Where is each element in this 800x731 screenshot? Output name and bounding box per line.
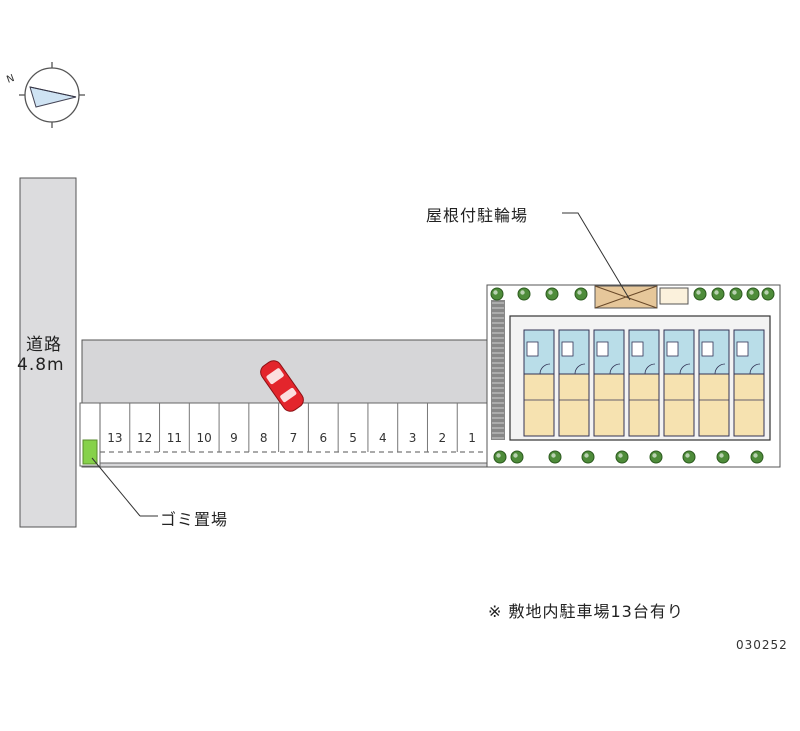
parking-note: ※ 敷地内駐車場13台有り [488,602,684,621]
garbage-area-label: ゴミ置場 [160,510,229,529]
bicycle-leader [562,212,631,301]
apartment-units [523,329,765,437]
apartment-unit [593,329,625,437]
tree-icon [729,287,743,301]
parking-stalls: 13 12 11 10 9 8 7 6 5 4 3 2 1 [107,403,488,452]
parking-space-10: 10 [197,403,220,452]
tree-icon [510,450,524,464]
bicycle-rack [659,287,689,305]
parking-space-number: 12 [137,431,152,445]
trees [490,287,775,464]
road-label: 道路 [26,335,62,355]
parking-space-2: 2 [439,403,458,452]
parking-space-9: 9 [230,403,250,452]
road-width-label: 4.8m [17,355,65,375]
parking-space-number: 2 [439,431,447,445]
tree-icon [649,450,663,464]
parking-space-number: 3 [409,431,417,445]
parking-space-number: 5 [349,431,357,445]
parking-space-8: 8 [260,403,280,452]
tree-icon [581,450,595,464]
tree-icon [750,450,764,464]
parking-space-4: 4 [379,403,399,452]
road [19,177,77,528]
garbage-area [82,439,98,465]
parking-space-number: 4 [379,431,387,445]
tree-icon [693,287,707,301]
tree-icon [716,450,730,464]
tree-icon [574,287,588,301]
parking-space-number: 11 [167,431,182,445]
apartment-unit [733,329,765,437]
tree-icon [615,450,629,464]
svg-text:N: N [5,73,16,86]
parking-space-number: 8 [260,431,268,445]
parking-space-7: 7 [290,403,309,452]
parking-space-12: 12 [137,403,161,452]
parking-space-number: 1 [468,431,476,445]
tree-icon [761,287,775,301]
parking-stall-row [99,402,488,464]
car-icon [260,360,304,412]
parking-space-number: 10 [197,431,212,445]
apartment-unit [698,329,730,437]
parking-space-number: 6 [319,431,327,445]
building-stair [491,300,505,440]
property-code: 030252 [736,638,788,652]
parking-space-5: 5 [349,403,369,452]
apartment-unit [628,329,660,437]
apartment-unit [558,329,590,437]
parking-space-number: 9 [230,431,238,445]
tree-icon [545,287,559,301]
tree-icon [517,287,531,301]
tree-icon [746,287,760,301]
parking-space-number: 13 [107,431,122,445]
apartment-unit [523,329,555,437]
tree-icon [493,450,507,464]
parking-space-6: 6 [319,403,339,452]
compass-icon: N [5,62,85,128]
tree-icon [490,287,504,301]
garbage-leader [91,457,141,517]
apartment-unit [663,329,695,437]
parking-space-13: 13 [107,403,131,452]
parking-space-3: 3 [409,403,428,452]
parking-space-number: 7 [290,431,298,445]
parking-space-11: 11 [167,403,190,452]
tree-icon [548,450,562,464]
bicycle-parking-label: 屋根付駐輪場 [426,206,529,225]
tree-icon [711,287,725,301]
tree-icon [682,450,696,464]
